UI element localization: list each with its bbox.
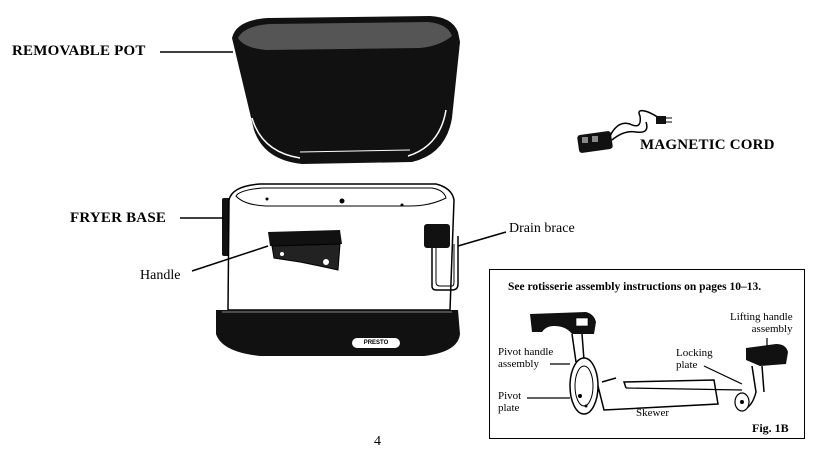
handle-label: Handle: [140, 268, 181, 283]
lifting-handle-label: Lifting handle assembly: [730, 311, 793, 335]
magnetic-cord-drawing: [577, 109, 672, 153]
rotisserie-drawing: [530, 312, 788, 415]
figure-caption: Fig. 1B: [752, 421, 789, 435]
fryer-base-drawing: [216, 183, 460, 356]
pivot-handle-label: Pivot handle assembly: [498, 346, 554, 370]
inset-note: See rotisserie assembly instructions on …: [508, 281, 762, 293]
drain-brace-leader: [457, 231, 507, 247]
removable-pot-label: REMOVABLE POT: [12, 43, 146, 59]
pivot-plate-label: Pivot plate: [498, 390, 522, 414]
brand-logo: PRESTO: [363, 340, 389, 346]
fryer-base-label: FRYER BASE: [70, 210, 167, 226]
magnetic-cord-label: MAGNETIC CORD: [640, 137, 775, 153]
page-number: 4: [374, 434, 381, 449]
handle-leader: [191, 245, 269, 272]
removable-pot-drawing: [232, 16, 460, 164]
locking-plate-leader: [703, 365, 743, 385]
drain-brace-label: Drain brace: [509, 221, 575, 236]
locking-plate-label: Locking plate: [676, 347, 713, 371]
rotisserie-inset: [489, 269, 805, 439]
skewer-label: Skewer: [636, 407, 669, 419]
